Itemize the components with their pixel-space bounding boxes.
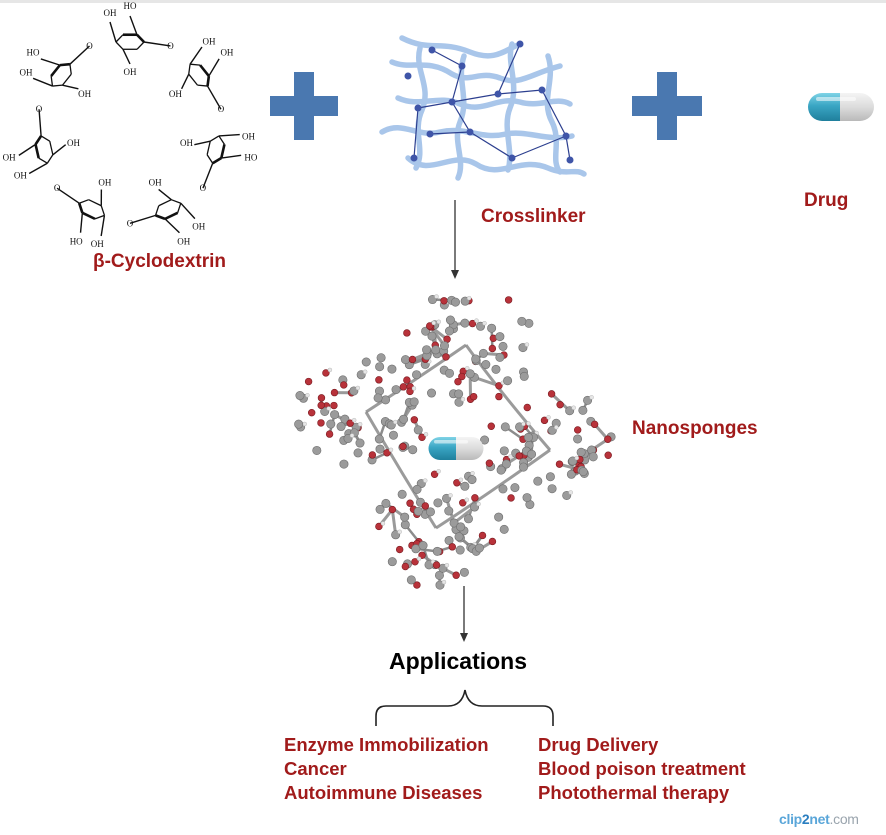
molecule-atom-label: OH bbox=[124, 67, 137, 77]
label-drug: Drug bbox=[804, 190, 849, 211]
application-item: Blood poison treatment bbox=[538, 758, 746, 779]
arrow-down-1 bbox=[451, 200, 459, 279]
arrow-down-2 bbox=[460, 586, 468, 642]
molecule-atom-label: O bbox=[167, 41, 174, 51]
molecule-atom-label: OH bbox=[192, 222, 205, 232]
applications-brace bbox=[375, 689, 554, 726]
molecule-atom-label: OH bbox=[67, 138, 80, 148]
application-item: Drug Delivery bbox=[538, 734, 659, 755]
molecule-atom-label: OH bbox=[3, 153, 16, 163]
application-item: Cancer bbox=[284, 758, 347, 779]
label-nanosponges: Nanosponges bbox=[632, 418, 758, 439]
plus-icon-1 bbox=[270, 72, 338, 140]
drug-capsule-icon bbox=[808, 93, 874, 121]
molecule-atom-label: HO bbox=[124, 1, 137, 11]
molecule-atom-label: O bbox=[54, 183, 61, 193]
watermark-logo: clip2net.com bbox=[779, 811, 859, 827]
molecule-atom-label: OH bbox=[149, 177, 162, 187]
application-item: Autoimmune Diseases bbox=[284, 782, 483, 803]
molecule-atom-label: OH bbox=[20, 68, 33, 78]
applications-right-list: Drug Delivery Blood poison treatment Pho… bbox=[538, 733, 746, 805]
crosslinker-network bbox=[379, 35, 587, 181]
molecule-atom-label: O bbox=[218, 104, 225, 114]
molecule-atom-label: OH bbox=[177, 237, 190, 247]
molecule-atom-label: O bbox=[36, 104, 43, 114]
molecule-atom-label: OH bbox=[180, 138, 193, 148]
nanosponge-drug-capsule-icon bbox=[428, 437, 484, 460]
plus-icon-2 bbox=[632, 72, 702, 140]
molecule-atom-label: HO bbox=[70, 237, 83, 247]
molecule-atom-label: OH bbox=[203, 36, 216, 46]
molecule-atom-label: O bbox=[127, 218, 134, 228]
molecule-atom-label: OH bbox=[169, 89, 182, 99]
application-item: Photothermal therapy bbox=[538, 782, 730, 803]
molecule-atom-label: OH bbox=[98, 177, 111, 187]
molecule-atom-label: OH bbox=[104, 8, 117, 18]
label-cyclodextrin: β-Cyclodextrin bbox=[93, 251, 227, 272]
molecule-atom-label: OH bbox=[242, 132, 255, 142]
nanosponge-structure bbox=[294, 294, 616, 590]
application-item: Enzyme Immobilization bbox=[284, 734, 489, 755]
molecule-atom-label: OH bbox=[14, 171, 27, 181]
label-crosslinker: Crosslinker bbox=[481, 206, 586, 227]
molecule-atom-label: O bbox=[200, 183, 207, 193]
molecule-atom-label: OH bbox=[220, 48, 233, 58]
molecule-atom-label: O bbox=[86, 41, 93, 51]
applications-title: Applications bbox=[389, 648, 528, 674]
window-top-border bbox=[0, 0, 886, 3]
applications-left-list: Enzyme Immobilization Cancer Autoimmune … bbox=[284, 733, 489, 805]
molecule-atom-label: OH bbox=[91, 239, 104, 249]
molecule-atom-label: HO bbox=[27, 48, 40, 58]
molecule-atom-label: HO bbox=[244, 153, 257, 163]
molecule-atom-label: OH bbox=[78, 89, 91, 99]
